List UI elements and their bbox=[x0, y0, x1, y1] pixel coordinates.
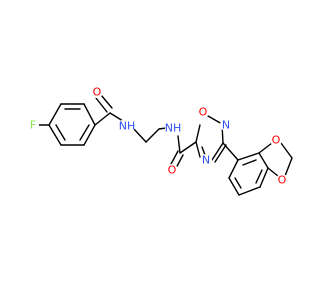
atom-label-o5: O bbox=[278, 174, 287, 187]
atom-label-nh2: NH bbox=[165, 122, 182, 135]
atom-n2: N bbox=[200, 154, 212, 167]
atom-o4: O bbox=[270, 134, 282, 147]
atom-o3: O bbox=[197, 106, 209, 119]
atom-label-o1: O bbox=[93, 86, 102, 99]
atom-label-o4: O bbox=[272, 134, 281, 147]
atom-o5: O bbox=[276, 174, 288, 187]
atom-f: F bbox=[27, 119, 39, 132]
atom-o2: O bbox=[166, 164, 178, 177]
atom-nh1: NH bbox=[119, 118, 136, 134]
molecule-diagram: F O NH NH O O N N O O bbox=[27, 85, 293, 196]
atom-label-n2: N bbox=[202, 154, 210, 167]
bond-lines bbox=[37, 94, 293, 196]
atom-label-nh1: NH bbox=[119, 120, 136, 133]
atom-n1: N bbox=[220, 119, 232, 132]
atom-label-o2: O bbox=[168, 164, 177, 177]
atom-label-f: F bbox=[30, 119, 36, 132]
atom-o1: O bbox=[91, 86, 103, 99]
atom-label-n1: N bbox=[222, 119, 230, 132]
atom-nh2: NH bbox=[165, 120, 182, 136]
atom-label-o3: O bbox=[199, 106, 208, 119]
